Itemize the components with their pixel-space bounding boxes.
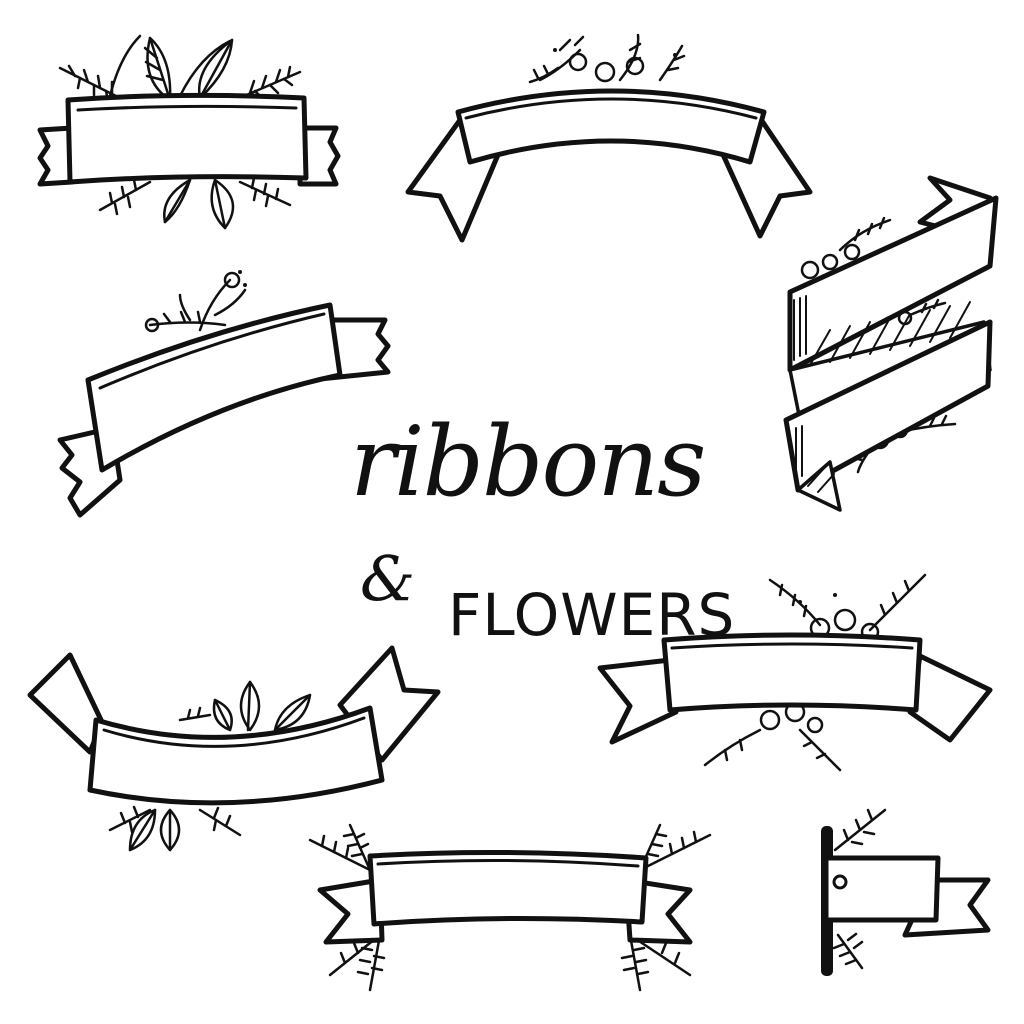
fern-sprig-icon	[108, 680, 312, 852]
ribbon-banner-top-left	[37, 34, 341, 230]
ribbon-arched-bottom-left	[27, 645, 441, 852]
flower-cluster-icon	[703, 573, 927, 772]
ribbon-zigzag-right	[783, 175, 999, 512]
ribbon-arched-top-center	[405, 33, 813, 243]
title-ampersand: &	[360, 542, 415, 615]
ribbon-flag-bottom-right	[821, 808, 991, 976]
grommet-icon	[832, 874, 848, 890]
fern-sprig-icon	[98, 176, 292, 230]
ribbon-straight-bottom-center	[308, 823, 712, 992]
flower-sprig-icon	[144, 270, 247, 333]
title-script-word: ribbons	[350, 406, 704, 518]
ribbon-floral-right	[597, 573, 993, 772]
fern-sprig-icon	[832, 808, 887, 970]
fern-sprig-icon	[308, 823, 712, 992]
ribbon-angled-middle-left	[57, 270, 391, 518]
title-lettering: ribbons & FLOWERS	[350, 406, 734, 649]
fern-sprig-icon	[58, 34, 302, 103]
flower-cluster-icon	[528, 33, 686, 84]
